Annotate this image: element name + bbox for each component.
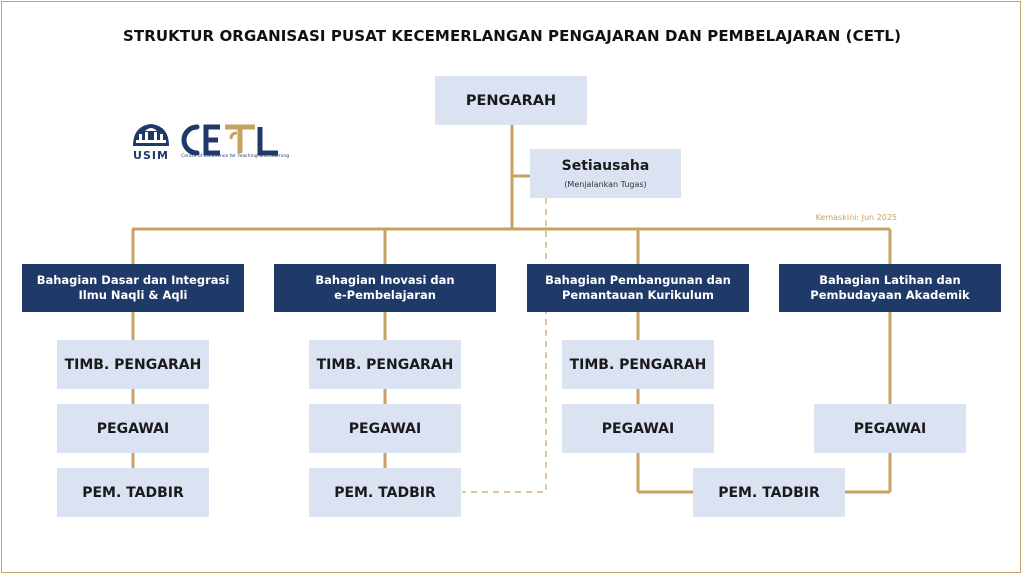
cetl-tagline: Centre of Excellence for Teaching and Le… (181, 154, 290, 159)
div1-deputy-director: TIMB. PENGARAH (57, 340, 209, 389)
cetl-logo-icon (181, 124, 278, 156)
div3-deputy-director: TIMB. PENGARAH (562, 340, 714, 389)
director-box: PENGARAH (435, 76, 587, 125)
secretary-box: Setiausaha (Menjalankan Tugas) (530, 149, 681, 198)
secretary-title: Setiausaha (561, 158, 650, 174)
updated-date: Kemaskini: Jun 2025 (815, 213, 897, 222)
division-2-header: Bahagian Inovasi dan e-Pembelajaran (274, 264, 496, 312)
div4-officer: PEGAWAI (814, 404, 966, 453)
usim-logo-text: USIM (133, 149, 169, 162)
division-3-header: Bahagian Pembangunan dan Pemantauan Kuri… (527, 264, 749, 312)
div2-admin-assistant: PEM. TADBIR (309, 468, 461, 517)
division-1-header: Bahagian Dasar dan Integrasi Ilmu Naqli … (22, 264, 244, 312)
secretary-dashed-link (462, 198, 547, 493)
div1-officer: PEGAWAI (57, 404, 209, 453)
div3-officer: PEGAWAI (562, 404, 714, 453)
div2-deputy-director: TIMB. PENGARAH (309, 340, 461, 389)
page-title: STRUKTUR ORGANISASI PUSAT KECEMERLANGAN … (122, 27, 902, 45)
usim-logo-icon (133, 124, 169, 146)
secretary-note: (Menjalankan Tugas) (564, 180, 647, 189)
div1-admin-assistant: PEM. TADBIR (57, 468, 209, 517)
division-4-header: Bahagian Latihan dan Pembudayaan Akademi… (779, 264, 1001, 312)
shared-admin-assistant: PEM. TADBIR (693, 468, 845, 517)
div2-officer: PEGAWAI (309, 404, 461, 453)
